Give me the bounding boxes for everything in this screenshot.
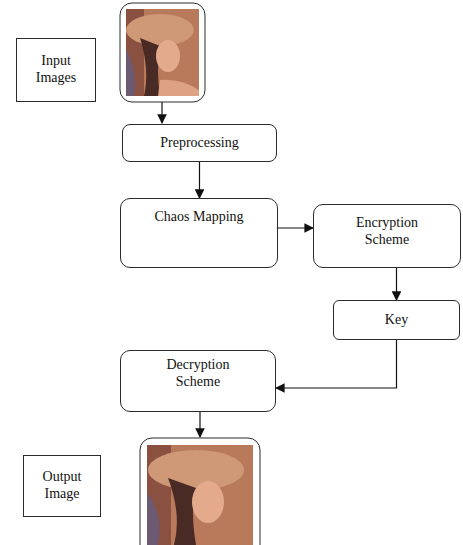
box-label: Key <box>385 312 408 329</box>
process-box: Decryption Scheme <box>120 350 276 412</box>
photo-background <box>126 9 199 96</box>
box-label: Input Images <box>31 53 81 87</box>
flow-arrow <box>276 340 397 388</box>
flow-arrow <box>199 412 200 437</box>
portrait-photo <box>126 9 199 96</box>
box-label: Encryption Scheme <box>344 215 430 249</box>
process-box: Chaos Mapping <box>120 198 278 268</box>
flow-arrow <box>199 162 200 198</box>
image-frame <box>140 438 260 545</box>
box-label: Preprocessing <box>160 135 239 152</box>
hat-brim <box>148 450 244 490</box>
photo-background <box>147 445 253 545</box>
process-box: Preprocessing <box>122 124 277 162</box>
face <box>156 40 180 72</box>
process-box: Key <box>333 300 460 340</box>
shoulder <box>158 80 199 96</box>
box-label: Output Image <box>36 469 88 503</box>
feather <box>126 50 135 96</box>
box-label: Chaos Mapping <box>154 209 243 226</box>
flow-arrow <box>396 268 397 300</box>
box-label: Decryption Scheme <box>155 357 241 391</box>
process-box: Output Image <box>23 455 101 517</box>
flow-arrow <box>161 102 162 123</box>
flow-arrow <box>278 227 313 228</box>
hat-brim <box>126 14 194 46</box>
portrait-photo <box>147 445 253 545</box>
face <box>192 481 224 523</box>
image-frame <box>120 3 205 102</box>
hair <box>168 478 196 545</box>
process-box: Input Images <box>16 38 96 102</box>
process-box: Encryption Scheme <box>313 204 461 268</box>
feather <box>147 492 160 545</box>
hair <box>140 38 160 96</box>
